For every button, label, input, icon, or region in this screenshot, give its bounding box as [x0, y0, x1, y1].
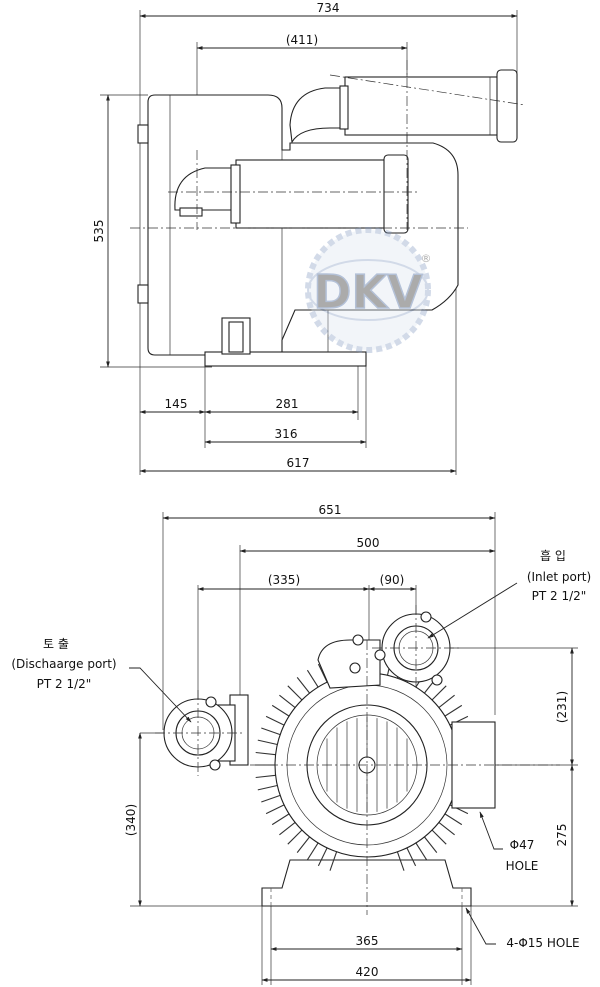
cooling-fin: [444, 813, 463, 826]
dim-inlet-height: (231): [555, 691, 569, 723]
dim-inlet-center: (90): [380, 573, 405, 587]
dim-overall-width: 734: [317, 1, 340, 15]
cooling-fin: [396, 851, 405, 871]
dim-total-width: 651: [319, 503, 342, 517]
dim-port-offset: (335): [268, 573, 300, 587]
hole-callout-diameter: Φ47: [510, 838, 535, 852]
cooling-fin: [306, 669, 319, 688]
cooling-fin: [415, 842, 428, 861]
cooling-fin: [287, 829, 303, 845]
cooling-fin: [255, 774, 276, 779]
cooling-fin: [296, 836, 311, 853]
dim-left-offset: 145: [165, 397, 188, 411]
dim-height: 535: [92, 220, 106, 243]
base-foot: [261, 859, 472, 907]
outlet-spec: PT 2 1/2": [37, 677, 92, 691]
dim-foot-holes: 365: [356, 934, 379, 948]
dim-port-spacing: (411): [286, 33, 318, 47]
logo-gear-icon: [305, 227, 431, 353]
front-view: 651 500 (335) (90) (231) 275 (340) 365 4…: [11, 503, 591, 985]
cooling-fin: [406, 847, 417, 867]
cooling-fin: [271, 704, 290, 717]
dim-axis-height: 275: [555, 824, 569, 847]
cooling-fin: [257, 739, 278, 746]
cooling-fin: [438, 694, 455, 709]
cooling-fin: [255, 751, 276, 756]
inlet-spec: PT 2 1/2": [532, 589, 587, 603]
cooling-fin: [279, 821, 296, 836]
cooling-fin: [306, 842, 319, 861]
foot-hole-callout: 4-Φ15 HOLE: [506, 936, 579, 950]
cooling-fin: [287, 685, 303, 701]
logo-text: DKV: [313, 265, 423, 319]
top-view: 734 (411) 535 145 281 316 617: [92, 1, 526, 475]
dim-inlet-offset: 500: [357, 536, 380, 550]
cooling-fin: [257, 784, 278, 791]
inlet-label-english: (Inlet port): [527, 570, 591, 584]
outlet-label-english: (Dischaarge port): [11, 657, 116, 671]
cooling-fin: [271, 813, 290, 826]
cooling-fin: [265, 715, 285, 726]
cooling-fin: [431, 685, 447, 701]
dim-outlet-height: (340): [124, 804, 138, 836]
base-plate: [204, 351, 367, 367]
cooling-fin: [317, 847, 328, 867]
inlet-label-korean: 흡 입: [540, 549, 566, 563]
cooling-fin: [444, 704, 463, 717]
watermark-logo: DKV ®: [305, 227, 432, 353]
logo-registered-mark: ®: [421, 252, 432, 265]
dim-base-holes: 281: [276, 397, 299, 411]
dim-base-width: 316: [275, 427, 298, 441]
cooling-fin: [265, 804, 285, 815]
discharge-pipe: [235, 159, 395, 229]
dim-foot-width: 420: [356, 965, 379, 979]
cooling-fin: [423, 836, 438, 853]
cooling-fin: [431, 829, 447, 845]
cooling-fin: [438, 821, 455, 836]
cooling-fin: [279, 694, 296, 709]
cooling-fin: [296, 677, 311, 694]
hole-callout-label: HOLE: [506, 859, 539, 873]
cooling-fin: [329, 851, 338, 871]
cooling-fin: [261, 727, 281, 736]
cooling-fin: [261, 794, 281, 803]
dim-overall-depth: 617: [287, 456, 310, 470]
inlet-port: [317, 605, 460, 690]
inlet-pipe: [344, 76, 501, 136]
outlet-label-korean: 토 출: [43, 637, 69, 651]
